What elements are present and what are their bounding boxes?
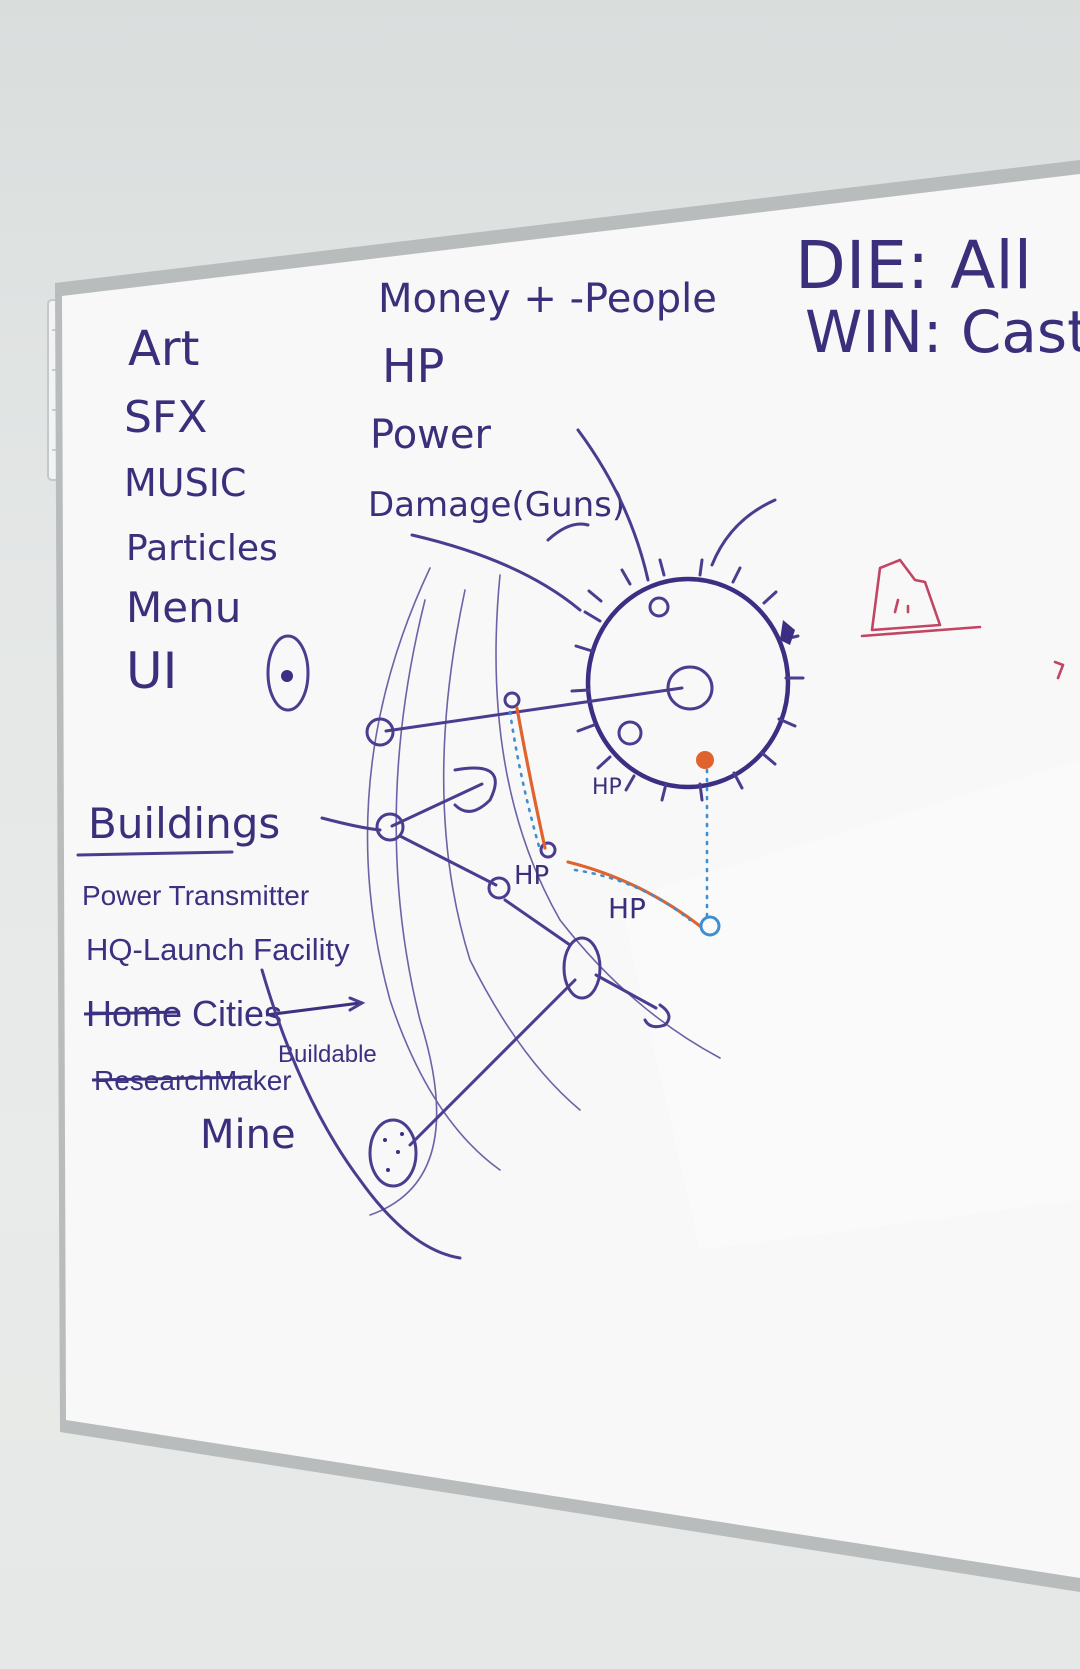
hp-links <box>508 706 721 937</box>
building-item: Mine <box>200 1112 296 1158</box>
orbit-arcs <box>366 567 721 1216</box>
list-item: MUSIC <box>124 461 246 505</box>
building-note: Buildable <box>278 1041 377 1068</box>
whiteboard-surface <box>62 174 1080 1578</box>
die-condition: DIE: All <box>795 227 1032 304</box>
game-conditions: DIE: All WIN: Cast <box>795 227 1080 366</box>
list-item: Art <box>128 321 199 377</box>
planet-diagram <box>410 428 805 802</box>
resources-list: Money + -People HP Power Damage(Guns) <box>368 276 717 525</box>
hp-label: HP <box>608 892 646 925</box>
resource-item: Damage(Guns) <box>368 485 625 525</box>
list-item: Particles <box>126 528 278 569</box>
castle-sketch <box>860 558 1065 680</box>
list-item: Menu <box>126 583 241 632</box>
building-item: HQ-Launch Facility <box>86 932 350 967</box>
network-links <box>260 686 684 1260</box>
buildings-heading: Buildings <box>88 799 280 848</box>
left-task-list: Art SFX MUSIC Particles Menu UI <box>124 321 278 700</box>
resource-item: Money + -People <box>378 276 717 322</box>
hp-label: HP <box>514 861 549 891</box>
list-item: SFX <box>124 392 207 443</box>
win-condition: WIN: Cast <box>805 298 1080 366</box>
resource-item: HP <box>382 339 444 393</box>
egg-sketch <box>266 634 310 712</box>
hp-label: HP <box>592 775 622 800</box>
list-item: UI <box>126 642 177 700</box>
resource-item: Power <box>370 412 491 458</box>
building-item: Power Transmitter <box>82 880 309 911</box>
buildings-list: Buildings Power Transmitter HQ-Launch Fa… <box>76 799 377 1158</box>
